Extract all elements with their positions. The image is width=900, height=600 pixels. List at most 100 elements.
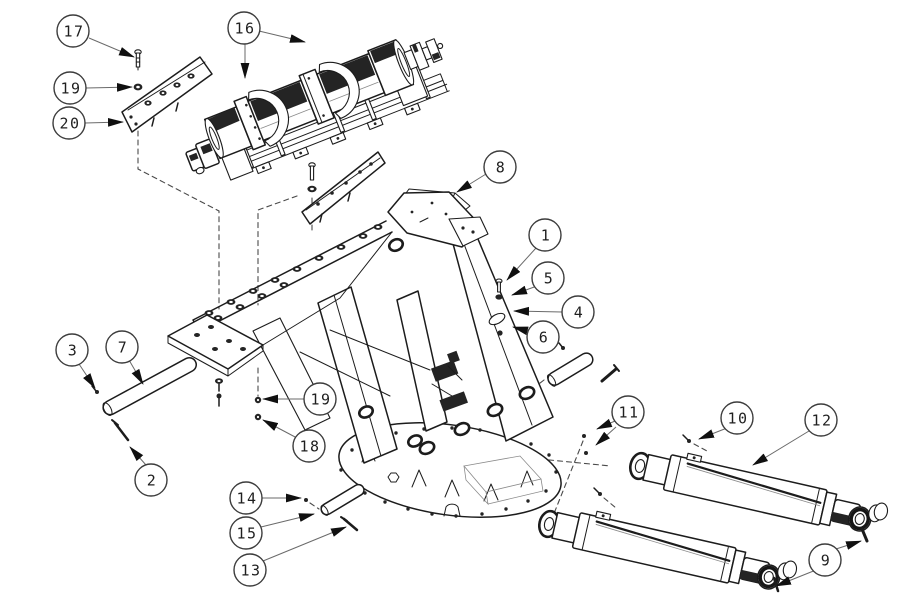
- balloon-number: 1: [541, 227, 552, 245]
- balloon-circle: [526, 320, 560, 354]
- callout-balloon-14-14: 14: [229, 481, 263, 515]
- locknut-19-lower: [254, 396, 262, 404]
- callout-balloon-18-12: 18: [292, 429, 326, 463]
- callout-balloon-11-17: 11: [611, 395, 645, 429]
- capscrew-17: [134, 49, 142, 71]
- cylinder-pin-right: [546, 352, 594, 387]
- balloon-circle: [292, 429, 326, 463]
- keeper-bolt-13: [340, 516, 359, 532]
- callout-balloon-16-3: 16: [227, 11, 261, 45]
- callout-balloon-8-4: 8: [483, 150, 517, 184]
- nut-6: [497, 330, 503, 336]
- balloon-number: 10: [727, 410, 748, 428]
- leader-10: [698, 427, 728, 440]
- callout-balloon-17-0: 17: [56, 14, 90, 48]
- callout-balloon-13-16: 13: [233, 553, 267, 587]
- fastener-stack-right: [488, 278, 506, 336]
- mounting-plate-right: [301, 151, 386, 225]
- set-screw-9-upper: [860, 527, 869, 543]
- balloon-circle: [804, 403, 838, 437]
- base-flange-notch: [443, 503, 461, 517]
- pivot-pin-15: [320, 483, 365, 516]
- balloon-circle: [233, 553, 267, 587]
- leader-7: [128, 359, 144, 385]
- balloon-circle: [105, 330, 139, 364]
- balloon-number: 19: [60, 80, 81, 98]
- leader-15: [260, 513, 315, 528]
- leader-4: [513, 306, 563, 316]
- cylinder-port-bolt-10-lower: [593, 487, 602, 496]
- winch-coupling: [403, 38, 444, 71]
- leader-5: [511, 285, 538, 296]
- cylinder-mount-bolts-11: [582, 434, 588, 455]
- bolt-3: [91, 385, 99, 394]
- leader-20: [84, 117, 124, 127]
- leader-9-b: [775, 569, 817, 587]
- hydraulic-cylinder-lower: [537, 509, 798, 590]
- balloon-number: 7: [118, 339, 129, 357]
- balloon-circle: [229, 481, 263, 515]
- balloon-number: 6: [539, 329, 550, 347]
- valve-cluster: [430, 350, 468, 412]
- balloon-circle: [720, 401, 754, 435]
- callout-balloon-3-9: 3: [55, 333, 89, 367]
- balloon-number: 2: [147, 472, 158, 490]
- balloon-circle: [611, 395, 645, 429]
- leader-17: [88, 37, 135, 58]
- base-junction-box: [463, 455, 544, 506]
- deck-mounting-rail: [192, 220, 393, 332]
- balloon-number: 14: [236, 490, 257, 508]
- balloon-circle: [561, 295, 595, 329]
- locknut-19-upper: [133, 83, 143, 91]
- base-hex-cutout: [387, 472, 400, 483]
- balloon-number: 4: [574, 304, 585, 322]
- balloon-number: 15: [236, 525, 257, 543]
- winch-gear-housing: [367, 39, 415, 97]
- cylinder-pivot-bosses: [357, 237, 536, 456]
- grease-fitting-4: [488, 312, 506, 326]
- keeper-bolt-2: [111, 419, 130, 442]
- winch-saddle-strap-1: [248, 89, 289, 147]
- balloon-circle: [53, 71, 87, 105]
- callout-balloon-4-7: 4: [561, 295, 595, 329]
- winch-saddle-strap-2: [318, 61, 360, 119]
- cylinder-port-bolt-10-upper: [682, 434, 691, 443]
- balloon-circle: [528, 218, 562, 252]
- balloon-number: 16: [234, 20, 255, 38]
- balloon-number: 18: [299, 438, 320, 456]
- balloon-circle: [531, 261, 565, 295]
- callout-leaders: [78, 30, 862, 587]
- callout-balloon-19-11: 19: [303, 382, 337, 416]
- winch-drum-flange-left: [233, 95, 267, 151]
- callout-balloon-6-8: 6: [526, 320, 560, 354]
- callout-balloon-5-6: 5: [531, 261, 565, 295]
- winch-brake-housing: [203, 106, 253, 160]
- callout-balloon-15-15: 15: [229, 516, 263, 550]
- callout-balloon-10-18: 10: [720, 401, 754, 435]
- bolt-near-right-pin: [558, 342, 620, 383]
- callout-balloon-1-5: 1: [528, 218, 562, 252]
- leader-11-b: [595, 426, 617, 446]
- balloon-number: 9: [821, 552, 832, 570]
- balloon-circle: [56, 14, 90, 48]
- callout-balloon-12-19: 12: [804, 403, 838, 437]
- leader-13: [262, 526, 347, 562]
- balloon-number: 19: [310, 391, 331, 409]
- balloon-circle: [303, 382, 337, 416]
- pedestal-top-plate: [387, 191, 489, 248]
- leader-2: [129, 446, 147, 466]
- locknut-18: [254, 413, 262, 421]
- leader-6: [512, 326, 529, 336]
- balloon-number: 20: [59, 115, 80, 133]
- mounting-plate-left: [121, 56, 213, 133]
- leader-19-upper: [85, 82, 133, 92]
- hydraulic-cylinder-upper: [628, 451, 889, 532]
- balloon-number: 12: [811, 412, 832, 430]
- callout-balloon-9-20: 9: [808, 543, 842, 577]
- leader-16-b: [258, 30, 306, 43]
- balloon-circle: [52, 106, 86, 140]
- balloon-circle: [55, 333, 89, 367]
- leader-3: [78, 363, 96, 389]
- balloon-circle: [483, 150, 517, 184]
